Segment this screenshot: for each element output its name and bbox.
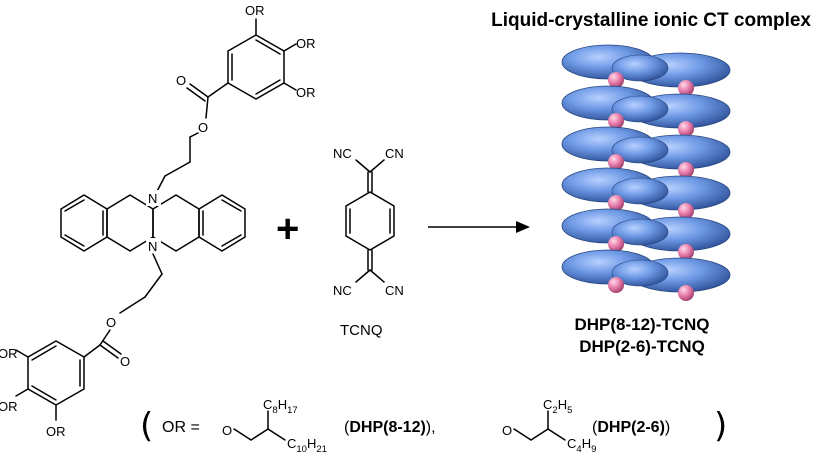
nitrogen-atom: N xyxy=(148,239,157,254)
alkyl-upper-2: C2H5 xyxy=(543,397,572,416)
bottom-gallate-ring xyxy=(15,340,85,421)
acceptor-sphere xyxy=(678,121,694,137)
top-gallate-ring xyxy=(227,18,297,100)
acceptor-sphere xyxy=(678,203,694,219)
tcnq-molecule xyxy=(345,159,395,283)
carbonyl-oxygen: O xyxy=(176,73,186,88)
chain-oxygen: O xyxy=(502,423,512,438)
substituent-label: OR xyxy=(296,85,316,100)
substituent-definition: ( OR = O C8H17 C10H21 (DHP(8-12)), O C2H… xyxy=(140,397,727,453)
stack-layer xyxy=(561,208,731,260)
acceptor-sphere xyxy=(608,236,624,252)
top-ester-linker xyxy=(152,82,229,200)
substituent-label: OR xyxy=(296,36,316,51)
nitrogen-atom: N xyxy=(148,191,157,206)
bottom-ester-linker xyxy=(83,253,163,359)
ester-oxygen: O xyxy=(198,120,208,135)
reaction-arrow xyxy=(428,221,530,233)
donor-disc xyxy=(611,54,669,82)
acceptor-sphere xyxy=(608,154,624,170)
ester-oxygen: O xyxy=(106,315,116,330)
chain-structure-1: O xyxy=(222,410,286,441)
acceptor-sphere xyxy=(608,277,624,293)
stack-layer xyxy=(561,249,731,301)
donor-disc xyxy=(611,259,669,287)
open-parenthesis: ( xyxy=(140,406,153,446)
close-parenthesis: ) xyxy=(714,406,727,446)
acceptor-sphere xyxy=(678,285,694,301)
stack-layer xyxy=(561,167,731,219)
dihydrophenazine-core xyxy=(60,194,246,252)
chain-oxygen: O xyxy=(222,423,232,438)
donor-disc xyxy=(611,218,669,246)
acceptor-sphere xyxy=(608,72,624,88)
figure-title: Liquid-crystalline ionic CT complex xyxy=(491,10,811,31)
donor-disc xyxy=(611,136,669,164)
complex-name-2: DHP(2-6)-TCNQ xyxy=(579,337,705,356)
acceptor-sphere xyxy=(678,162,694,178)
donor-disc xyxy=(611,177,669,205)
chain-structure-2: O xyxy=(502,410,566,441)
complex-name-1: DHP(8-12)-TCNQ xyxy=(574,315,709,334)
compound-name-1: (DHP(8-12)), xyxy=(344,419,436,436)
carbonyl-oxygen: O xyxy=(120,354,130,369)
plus-sign: + xyxy=(276,207,299,251)
stack-layer xyxy=(561,85,731,137)
acceptor-sphere xyxy=(608,113,624,129)
acceptor-sphere xyxy=(608,195,624,211)
cyano-group: NC xyxy=(333,146,352,161)
cyano-group: CN xyxy=(385,146,404,161)
tcnq-label: TCNQ xyxy=(340,322,383,339)
substituent-label: OR xyxy=(46,424,66,439)
acceptor-sphere xyxy=(678,80,694,96)
alkyl-upper-1: C8H17 xyxy=(263,397,298,416)
acceptor-sphere xyxy=(678,244,694,260)
stack-layer xyxy=(561,44,731,96)
donor-molecule: OR OR OR O O xyxy=(0,3,316,439)
alkyl-lower-1: C10H21 xyxy=(287,436,327,453)
substituent-label: OR xyxy=(0,346,18,361)
substituent-label: OR xyxy=(245,3,265,18)
cyano-group: NC xyxy=(333,283,352,298)
columnar-complex-illustration xyxy=(561,44,731,301)
alkyl-lower-2: C4H9 xyxy=(567,436,596,453)
cyano-group: CN xyxy=(385,283,404,298)
substituent-label: OR xyxy=(0,399,18,414)
donor-disc xyxy=(611,95,669,123)
compound-name-2: (DHP(2-6)) xyxy=(592,419,670,436)
or-equals-label: OR = xyxy=(162,419,200,436)
stack-layer xyxy=(561,126,731,178)
